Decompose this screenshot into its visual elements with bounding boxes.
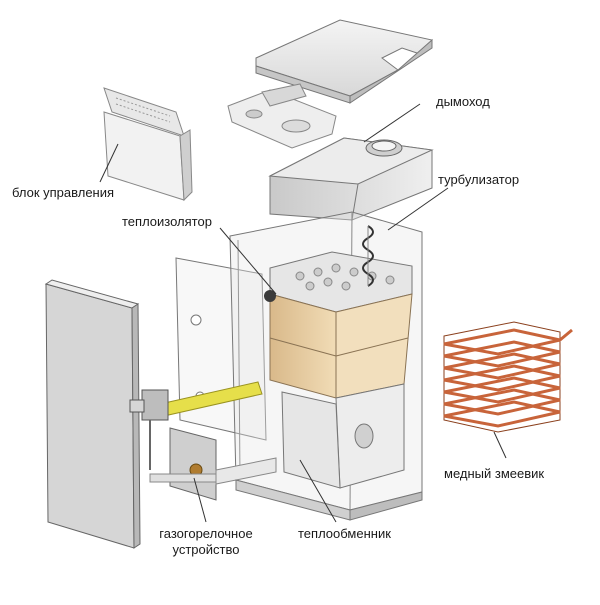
- control-unit: [103, 87, 193, 202]
- label-turbulizer: турбулизатор: [438, 172, 520, 187]
- label-burner: газогорелочное устройство: [146, 526, 266, 558]
- chimney-box: [268, 137, 434, 221]
- label-insulator: теплоизолятор: [122, 214, 212, 229]
- leader-heat-exchanger: [299, 459, 337, 523]
- leader-burner: [193, 477, 207, 523]
- label-chimney: дымоход: [436, 94, 490, 109]
- label-burner-line2: устройство: [172, 542, 240, 557]
- leader-turbulizer: [387, 187, 449, 231]
- leader-copper-coil: [493, 431, 507, 459]
- top-cover-plate: [255, 19, 433, 104]
- leader-control-unit: [99, 143, 119, 183]
- base-rails: [235, 479, 423, 521]
- turbulizer: [362, 225, 374, 287]
- leader-lines: [99, 103, 507, 523]
- label-burner-line1: газогорелочное: [159, 526, 253, 541]
- front-door-panel: [44, 279, 141, 549]
- gas-valve: [129, 389, 169, 470]
- fan-module: [227, 83, 337, 149]
- label-copper-coil: медный змеевик: [444, 466, 545, 481]
- leader-insulator: [219, 227, 277, 295]
- copper-coil: [443, 321, 573, 433]
- label-control-unit: блок управления: [12, 185, 115, 200]
- burner-plate: [149, 427, 277, 501]
- label-heat-exchanger: теплообменник: [298, 526, 391, 541]
- heat-exchanger: [264, 251, 413, 489]
- leader-chimney: [363, 103, 421, 143]
